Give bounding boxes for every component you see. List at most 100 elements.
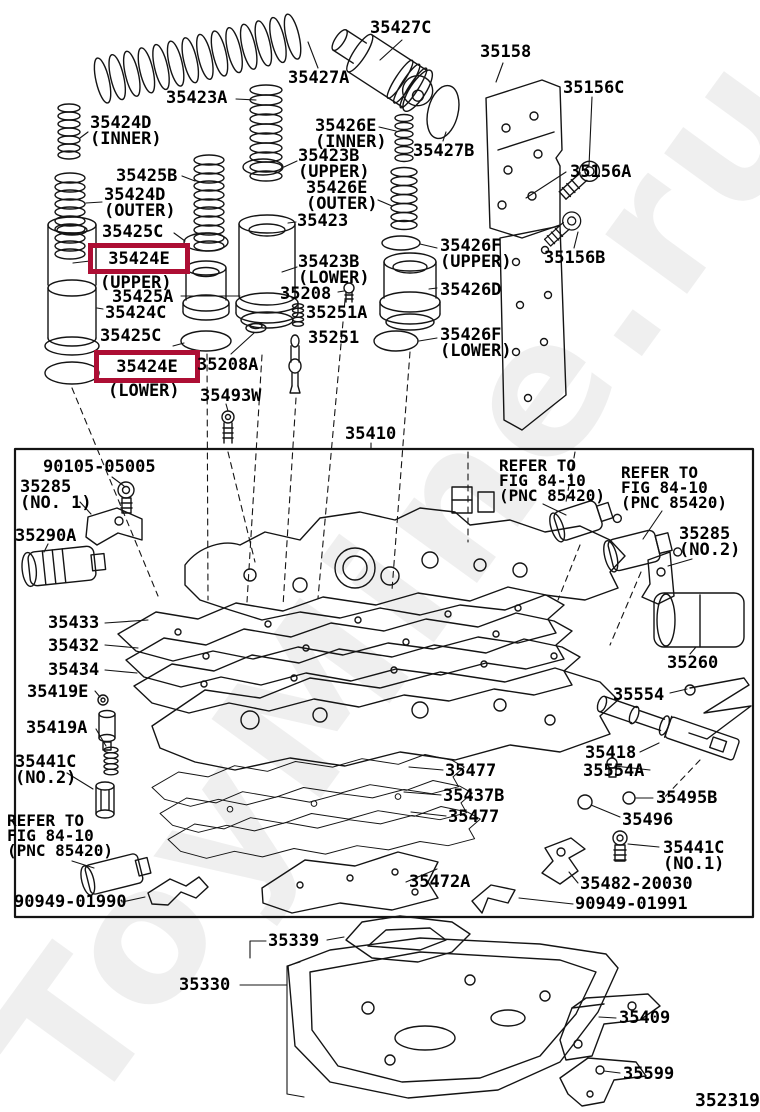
part-label-35554a: 35554A — [583, 761, 645, 781]
spring-35426e-outer — [390, 166, 418, 231]
part-qualifier: (OUTER) — [306, 194, 378, 214]
part-label-35424c: 35424C — [105, 303, 167, 323]
part-label-35156c: 35156C — [563, 78, 625, 98]
refer-note-2: REFER TO FIG 84-10 (PNC 85420) — [621, 463, 727, 511]
part-number: 35441C — [15, 752, 77, 772]
accumulator-35260 — [653, 592, 745, 648]
clamp-90949-01990 — [147, 876, 209, 906]
part-label-35554: 35554 — [613, 685, 665, 705]
part-number: 35441C — [663, 838, 725, 858]
spring-35251a — [291, 303, 305, 327]
part-label-35208a: 35208A — [197, 355, 259, 375]
ring-35495b — [622, 791, 636, 805]
figure-number: 352319 — [695, 1090, 760, 1111]
part-label-35339: 35339 — [268, 931, 320, 951]
spring-35425b — [193, 154, 225, 252]
part-qualifier: (NO.1) — [663, 854, 725, 874]
part-label-35285-no1: 35285 (NO. 1) — [20, 479, 92, 512]
part-label-35409: 35409 — [619, 1008, 671, 1028]
part-label-35441c-no2: 35441C (NO.2) — [15, 752, 77, 788]
refer-line: FIG 84-10 — [7, 826, 94, 845]
spring-35426e-inner — [394, 113, 414, 163]
part-number: 35424D — [90, 113, 152, 133]
refer-line: (PNC 85420) — [7, 841, 113, 860]
part-qualifier: (INNER) — [90, 129, 162, 149]
refer-line: REFER TO — [7, 811, 85, 830]
plate-35432 — [125, 612, 573, 688]
plate-35158 — [485, 79, 563, 239]
part-label-35156b: 35156B — [544, 248, 606, 268]
part-label-35426f-upper: 35426F (UPPER) — [440, 238, 512, 272]
ring-35496 — [577, 794, 593, 810]
part-number: 35423B — [298, 252, 360, 272]
part-number: 35425C — [100, 326, 162, 346]
spring-35424d-inner — [57, 103, 81, 160]
refer-line: REFER TO — [621, 463, 699, 482]
part-label-35437b: 35437B — [443, 786, 505, 806]
bracket-35285-no2 — [641, 551, 675, 605]
part-label-35425b: 35425B — [116, 166, 178, 186]
oring-35426f-lower — [373, 330, 419, 352]
part-qualifier: (OUTER) — [104, 201, 176, 221]
part-qualifier: (NO.2) — [15, 768, 77, 788]
refer-line: FIG 84-10 — [499, 471, 586, 490]
part-label-35426d: 35426D — [440, 280, 502, 300]
plug-35441c-no2 — [95, 781, 115, 819]
part-label-35427a: 35427A — [288, 68, 350, 88]
part-label-35472a: 35472A — [409, 872, 471, 892]
upper-valve-body-casting — [184, 486, 626, 621]
part-label-35424d-inner: 35424D (INNER) — [90, 113, 162, 149]
bracket-35409 — [559, 993, 661, 1061]
part-label-35285-no2: 35285 (NO.2) — [679, 524, 741, 560]
oring-35426f-upper — [381, 235, 421, 251]
part-label-35477-lower: 35477 — [448, 807, 500, 827]
part-label-35599: 35599 — [623, 1064, 675, 1084]
part-label-35418: 35418 — [585, 743, 637, 763]
part-label-35425c-upper: 35425C — [102, 224, 163, 241]
clamp-90949-01991 — [471, 884, 516, 914]
spring-35441c-no2 — [103, 746, 119, 776]
part-label-35424d-outer: 35424D (OUTER) — [104, 187, 176, 221]
part-label-35419a: 35419A — [26, 718, 88, 738]
piston-35424c — [44, 216, 100, 356]
bracket-35285-no1 — [85, 507, 143, 546]
pin-35554a — [606, 757, 618, 778]
bolt-35156c — [558, 160, 601, 200]
solenoid-35290a — [21, 545, 107, 588]
part-label-35424e-lower: 35424E — [116, 356, 178, 377]
part-label-35432: 35432 — [48, 636, 100, 656]
highlight-box-35424e-upper: 35424E — [88, 243, 190, 274]
part-label-35424e-upper: 35424E — [108, 248, 170, 269]
part-label-35423: 35423 — [297, 211, 349, 231]
refer-line: (PNC 85420) — [499, 486, 605, 505]
oil-strainer-35330 — [287, 937, 619, 1099]
lower-valve-body — [151, 667, 619, 771]
part-label-35441c-no1: 35441C (NO.1) — [663, 838, 725, 874]
oring-35423b-upper — [242, 158, 284, 176]
bracket-35599 — [559, 1057, 647, 1107]
piston-35426d — [379, 252, 441, 331]
part-qualifier: (NO.2) — [679, 540, 741, 560]
part-label-35423b-lower: 35423B (LOWER) — [298, 252, 370, 287]
part-number: 35285 — [679, 524, 731, 544]
bolt-90105-05005 — [117, 481, 135, 514]
part-label-35423b-upper: 35423B (UPPER) — [298, 148, 370, 182]
detent-spring-35554 — [684, 677, 752, 740]
part-qualifier: (UPPER) — [440, 252, 512, 272]
part-label-35330: 35330 — [179, 975, 231, 995]
part-label-35426f-lower: 35426F (LOWER) — [440, 327, 512, 360]
plate-35434 — [133, 638, 581, 714]
solenoid-refer-1 — [549, 500, 623, 543]
part-label-35433: 35433 — [48, 613, 100, 633]
spring-35423a — [249, 84, 283, 182]
part-qualifier-35424e-lower: (LOWER) — [108, 381, 180, 401]
manual-valve-35418 — [596, 695, 740, 761]
part-label-35423a: 35423A — [166, 88, 228, 108]
gasket-35472a — [261, 851, 439, 914]
part-label-35425c-lower: 35425C — [100, 326, 162, 346]
part-qualifier: (UPPER) — [298, 162, 370, 182]
solenoid-refer-3 — [80, 853, 152, 896]
oring-35425c-lower — [180, 330, 232, 352]
valve-35251 — [288, 334, 302, 394]
